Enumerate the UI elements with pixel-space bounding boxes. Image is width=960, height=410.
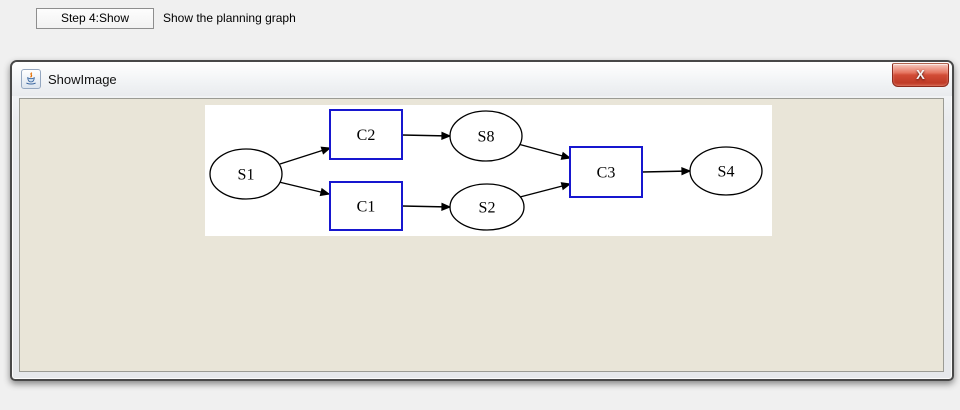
java-coffee-cup-icon <box>21 69 41 89</box>
graph-edge-S1-to-C1 <box>278 181 331 197</box>
toolbar-caption: Show the planning graph <box>163 11 296 25</box>
close-button[interactable]: X <box>892 63 949 87</box>
graph-node-S8 <box>449 110 523 162</box>
graph-edge-S1-to-C2 <box>279 146 332 165</box>
graph-node-label-S1: S1 <box>238 167 255 184</box>
graph-node-label-S4: S4 <box>718 164 735 181</box>
graph-node-S2 <box>449 183 525 231</box>
graph-node-label-C2: C2 <box>357 127 376 144</box>
graph-node-S4 <box>689 146 763 196</box>
step-4-show-button[interactable]: Step 4:Show <box>36 8 154 29</box>
graph-edge-C1-to-S2 <box>401 202 452 212</box>
window-titlebar[interactable]: ShowImage X <box>12 62 952 96</box>
graph-edge-C2-to-S8 <box>401 131 452 141</box>
graph-node-C1 <box>329 181 403 231</box>
graph-node-C3 <box>569 146 643 198</box>
graph-edge-S8-to-C3 <box>517 143 572 160</box>
graph-node-label-S2: S2 <box>479 200 496 217</box>
graph-node-S1 <box>209 148 283 200</box>
graph-edge-C3-to-S4 <box>641 166 692 176</box>
graph-node-C2 <box>329 109 403 160</box>
graph-node-label-C3: C3 <box>597 165 616 182</box>
graph-node-label-S8: S8 <box>478 129 495 146</box>
graph-edge-S2-to-C3 <box>519 182 572 198</box>
graph-node-label-C1: C1 <box>357 199 376 216</box>
window-title: ShowImage <box>48 71 117 87</box>
